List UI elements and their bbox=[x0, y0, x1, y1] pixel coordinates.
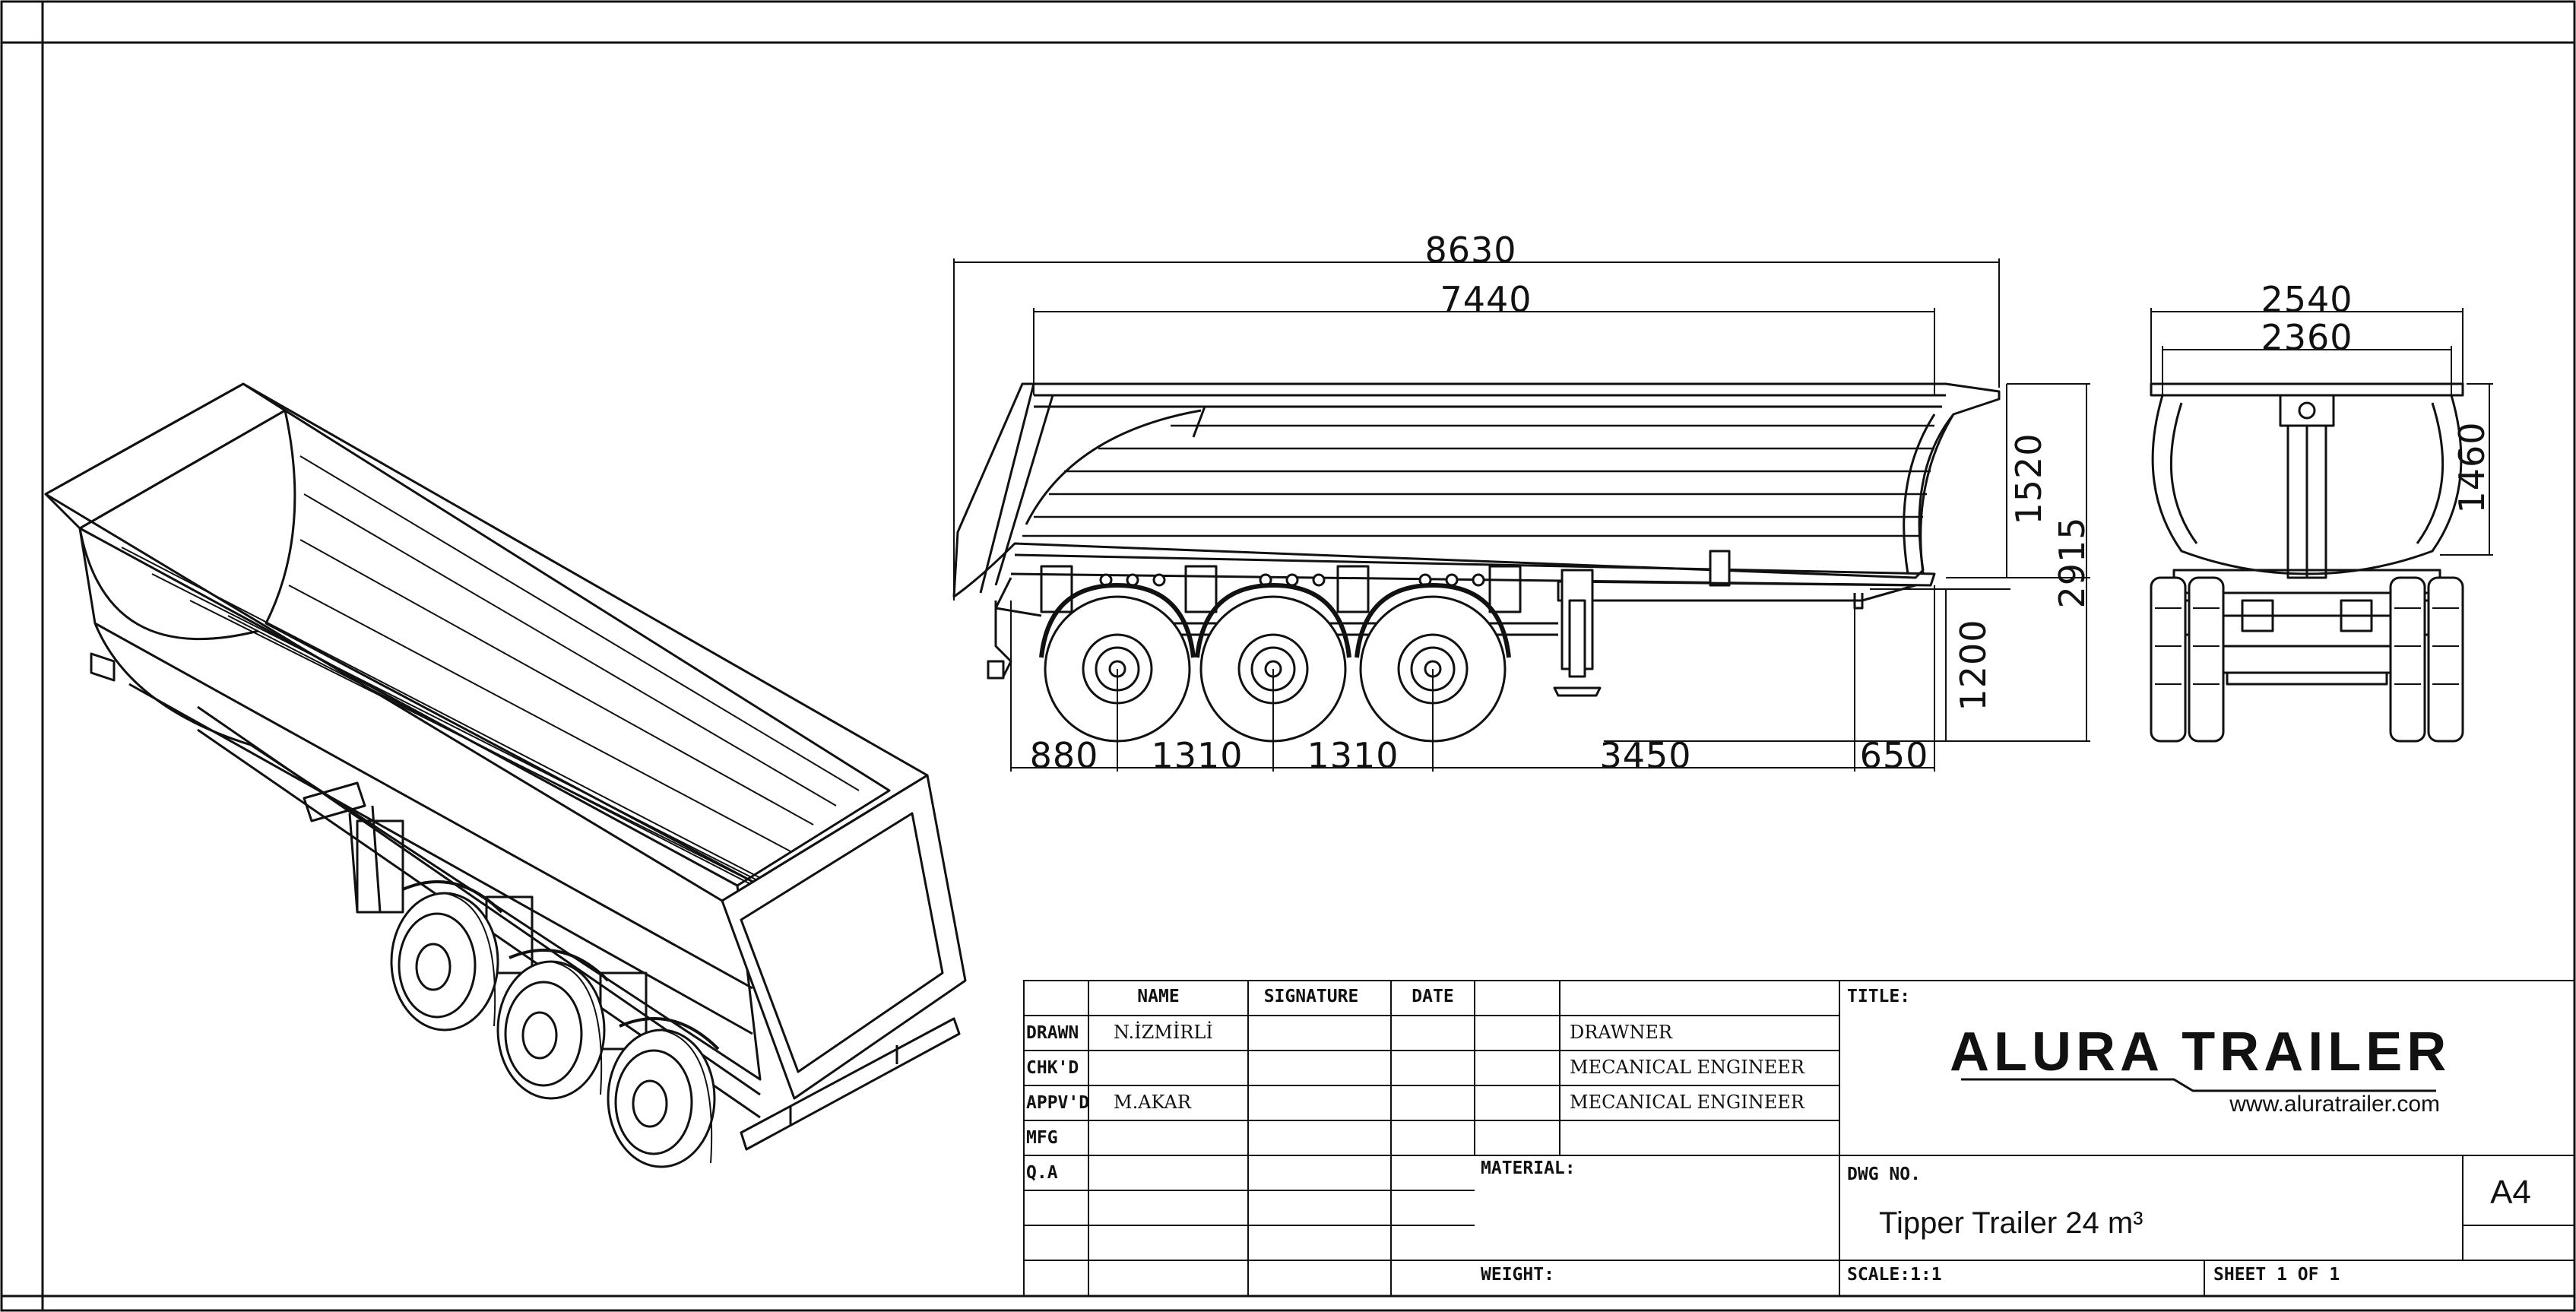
drawn-by-name: N.İZMİRLİ bbox=[1114, 1021, 1213, 1043]
drawn-role: DRAWNER bbox=[1570, 1022, 1673, 1043]
row-label-checked: CHK'D bbox=[1026, 1058, 1079, 1078]
approved-role: MECANICAL ENGINEER bbox=[1570, 1092, 1805, 1113]
paper-size: A4 bbox=[2490, 1174, 2531, 1211]
scale-label: SCALE:1:1 bbox=[1847, 1265, 1942, 1285]
dim-axle-spacing-1: 1310 bbox=[1151, 735, 1243, 776]
dim-total-height: 2915 bbox=[2052, 516, 2093, 608]
rear-view-dimension-lines bbox=[2150, 308, 2493, 556]
col-header-name: NAME bbox=[1137, 987, 1179, 1006]
col-header-signature: SIGNATURE bbox=[1264, 987, 1359, 1006]
dim-body-length: 7440 bbox=[1440, 279, 1532, 320]
title-block: NAME SIGNATURE DATE DRAWN CHK'D APPV'D M… bbox=[1026, 987, 2531, 1285]
title-label: TITLE: bbox=[1847, 987, 1910, 1006]
dim-overall-width: 2540 bbox=[2261, 279, 2353, 320]
material-label: MATERIAL: bbox=[1481, 1158, 1576, 1178]
company-logo: ALURA TRAILER www.aluratrailer.com bbox=[1950, 1022, 2451, 1117]
approved-by-name: M.AKAR bbox=[1114, 1092, 1192, 1113]
sheet-label: SHEET 1 OF 1 bbox=[2213, 1265, 2340, 1285]
logo-underline-swoosh bbox=[1961, 1078, 2436, 1092]
side-view-dimension-lines bbox=[953, 258, 2090, 772]
dim-axle-to-kingpin: 3450 bbox=[1599, 735, 1691, 776]
dim-coupling-height: 1200 bbox=[1953, 619, 1994, 711]
side-view-dimensions: 8630 7440 880 1310 1310 3450 650 1520 29… bbox=[1030, 230, 2093, 776]
dim-overall-length: 8630 bbox=[1424, 230, 1516, 271]
checked-role: MECANICAL ENGINEER bbox=[1570, 1057, 1805, 1078]
logo-website: www.aluratrailer.com bbox=[2229, 1092, 2440, 1117]
rear-view bbox=[2150, 382, 2464, 743]
rear-view-dimensions: 2540 2360 1460 bbox=[2261, 279, 2492, 514]
drawing-title: Tipper Trailer 24 m³ bbox=[1879, 1206, 2143, 1240]
row-label-mfg: MFG bbox=[1026, 1128, 1058, 1148]
side-view bbox=[952, 382, 2001, 743]
logo-brand-text: ALURA TRAILER bbox=[1950, 1022, 2451, 1082]
dim-axle-spacing-2: 1310 bbox=[1307, 735, 1399, 776]
row-label-approved: APPV'D bbox=[1026, 1093, 1089, 1113]
dim-front-overhang: 880 bbox=[1030, 735, 1099, 776]
row-label-drawn: DRAWN bbox=[1026, 1023, 1079, 1043]
title-block-grid bbox=[1023, 980, 2575, 1297]
weight-label: WEIGHT: bbox=[1481, 1265, 1554, 1285]
dim-kingpin-to-front: 650 bbox=[1860, 735, 1929, 776]
dim-body-width: 2360 bbox=[2261, 317, 2353, 358]
dim-body-height: 1520 bbox=[2008, 433, 2049, 524]
isometric-view bbox=[44, 382, 967, 1168]
row-label-qa: Q.A bbox=[1026, 1163, 1058, 1183]
col-header-date: DATE bbox=[1412, 987, 1453, 1006]
dwg-no-label: DWG NO. bbox=[1847, 1165, 1921, 1184]
dim-rear-body-height: 1460 bbox=[2451, 421, 2492, 513]
